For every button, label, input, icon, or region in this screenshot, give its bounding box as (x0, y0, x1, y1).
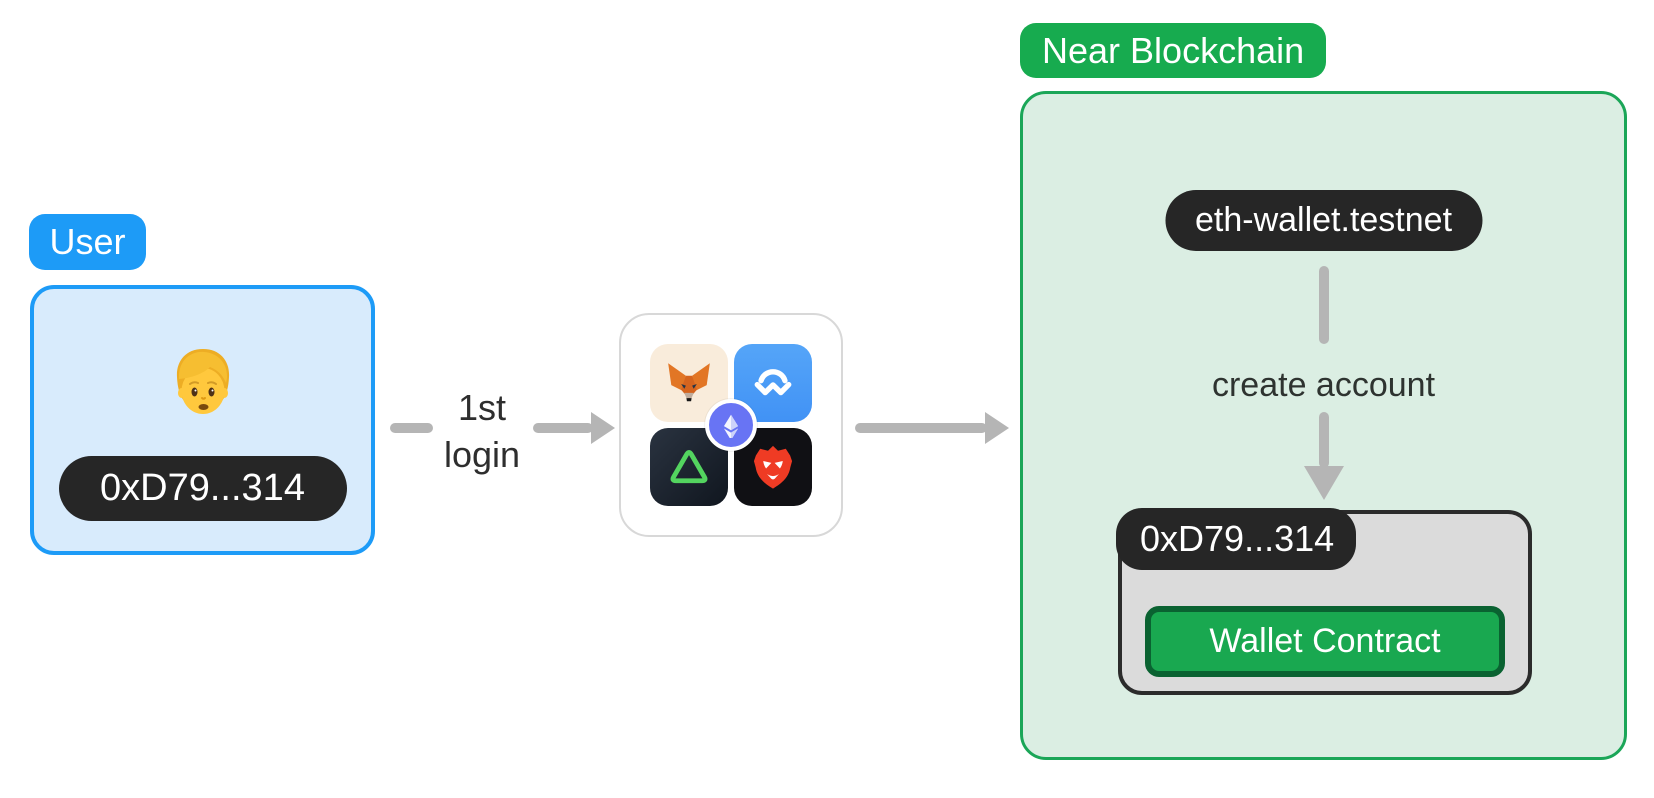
first-login-line2: login (443, 434, 521, 475)
arrow-right-head-icon (591, 412, 615, 444)
account-address-badge: 0xD79...314 (1116, 508, 1356, 570)
arrow-down-icon (1318, 412, 1329, 468)
contract-account-badge: eth-wallet.testnet (1164, 190, 1483, 251)
ethereum-icon (705, 399, 757, 451)
create-account-label: create account (1211, 366, 1436, 404)
metamask-icon (650, 344, 728, 422)
arrow-right-icon (533, 423, 593, 433)
wallet-providers-card (619, 313, 843, 537)
arrow-right-head-icon (985, 412, 1009, 444)
user-address-badge: 0xD79...314 (58, 456, 347, 521)
user-box: 0xD79...314 (30, 285, 375, 555)
first-login-line1: 1st (457, 387, 507, 428)
arrow-right-icon (855, 423, 987, 433)
arrow-down-head-icon (1303, 466, 1344, 500)
near-blockchain-label-badge: Near Blockchain (1020, 23, 1327, 78)
wallet-contract-button: Wallet Contract (1145, 606, 1505, 677)
person-icon (176, 349, 229, 414)
vertical-line (1318, 266, 1329, 344)
first-login-label: 1st login (407, 384, 557, 478)
wallet-account-box: 0xD79...314 Wallet Contract (1116, 508, 1532, 695)
user-label-badge: User (29, 214, 146, 270)
near-blockchain-box: eth-wallet.testnet create account 0xD79.… (1020, 91, 1627, 760)
arrow-dash (390, 423, 433, 433)
